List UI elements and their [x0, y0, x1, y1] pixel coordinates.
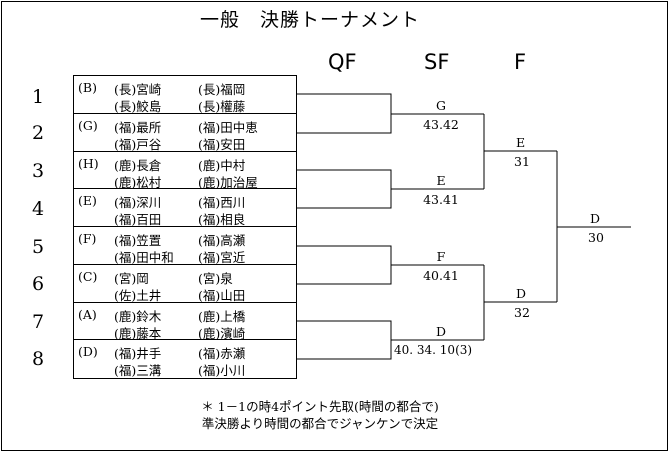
seed-number-5: 5	[31, 236, 45, 258]
player-name: (鹿)中村	[198, 157, 246, 173]
qf4-winner: D	[435, 324, 447, 339]
player-name: (長)鮫島	[114, 99, 162, 114]
player-name: (福)笠置	[114, 233, 162, 248]
bracket-line	[297, 340, 392, 360]
player-name: (福)井手	[114, 346, 162, 362]
page-title: 一般 決勝トーナメント	[199, 9, 420, 31]
player-name: (福)高瀬	[198, 233, 246, 248]
seed-number-1: 1	[31, 86, 45, 108]
player-name: (福)百田	[114, 212, 162, 228]
sf1-score: 31	[514, 154, 530, 169]
qf3-score: 40.41	[423, 268, 459, 283]
seed-number-4: 4	[31, 198, 45, 220]
qf2-score: 43.41	[423, 192, 459, 207]
bracket-line	[297, 265, 392, 285]
player-name: (鹿)松村	[114, 174, 162, 190]
bracket-line	[297, 114, 392, 134]
round-header-qf: QF	[328, 50, 357, 74]
qf2-winner: E	[436, 173, 446, 188]
footnote: ＊ 1－1の時4ポイント先取(時間の都合で) 準決勝より時間の都合でジャンケンで…	[0, 398, 640, 432]
player-name: (福)赤瀬	[198, 346, 246, 362]
entry-row: (D) (福)井手 (福)赤瀬 (福)三溝 (福)小川	[74, 340, 296, 378]
entry-row: (G) (福)最所 (福)田中恵 (福)戸谷 (福)安田	[74, 114, 296, 152]
final-score: 30	[588, 230, 604, 245]
sf2-score: 32	[514, 305, 530, 320]
player-name: (福)田中和	[114, 250, 174, 265]
entry-row: (C) (宮)岡 (宮)泉 (佐)土井 (福)山田	[74, 265, 296, 303]
player-name: (福)戸谷	[114, 136, 162, 152]
player-name: (鹿)鈴木	[114, 308, 162, 324]
entry-row: (A) (鹿)鈴木 (鹿)上橋 (鹿)藤本 (鹿)濱崎	[74, 303, 296, 341]
footnote-line: 準決勝より時間の都合でジャンケンで決定	[201, 416, 439, 431]
seed-number-3: 3	[31, 160, 45, 182]
round-header-sf: SF	[424, 50, 450, 74]
bracket-line	[297, 189, 392, 209]
player-name: (福)安田	[198, 136, 246, 152]
player-name: (宮)岡	[114, 270, 149, 286]
player-name: (鹿)長倉	[114, 157, 162, 173]
player-name: (宮)泉	[198, 270, 233, 286]
sf1-winner: E	[516, 135, 526, 150]
entry-row: (F) (福)笠置 (福)高瀬 (福)田中和 (福)宮近	[74, 227, 296, 265]
player-name: (鹿)藤本	[114, 325, 162, 341]
player-name: (福)山田	[198, 287, 246, 303]
seed-number-2: 2	[31, 122, 45, 144]
entry-seed: (B)	[78, 80, 97, 95]
seed-number-8: 8	[31, 348, 45, 370]
player-name: (佐)土井	[114, 287, 162, 303]
entry-seed: (A)	[78, 306, 97, 322]
entry-seed: (D)	[78, 344, 98, 360]
entry-table: (B) (長)宮崎 (長)福岡 (長)鮫島 (長)權藤 (G) (福)最所 (福…	[73, 75, 297, 379]
final-winner: D	[590, 211, 601, 226]
player-name: (福)深川	[114, 195, 162, 211]
player-name: (長)福岡	[198, 82, 246, 97]
player-name: (福)三溝	[114, 363, 162, 379]
entry-row: (B) (長)宮崎 (長)福岡 (長)鮫島 (長)權藤	[74, 76, 296, 114]
round-header-f: F	[514, 50, 527, 74]
player-name: (鹿)上橋	[198, 308, 246, 324]
entry-seed: (F)	[78, 231, 97, 246]
entry-row: (H) (鹿)長倉 (鹿)中村 (鹿)松村 (鹿)加治屋	[74, 152, 296, 190]
seed-number-7: 7	[31, 311, 45, 333]
player-name: (鹿)加治屋	[198, 174, 258, 190]
player-name: (福)西川	[198, 195, 246, 211]
entry-seed: (G)	[78, 117, 98, 133]
player-name: (福)最所	[114, 119, 162, 135]
entry-row: (E) (福)深川 (福)西川 (福)百田 (福)相良	[74, 189, 296, 227]
player-name: (福)小川	[198, 363, 246, 379]
player-name: (福)田中恵	[198, 119, 258, 135]
player-name: (福)相良	[198, 212, 246, 228]
player-name: (長)宮崎	[114, 82, 162, 97]
bracket-line	[297, 320, 392, 341]
entry-seed: (H)	[78, 155, 99, 171]
seed-number-6: 6	[31, 273, 45, 295]
entry-seed: (E)	[78, 193, 97, 209]
sf2-winner: D	[516, 286, 527, 301]
qf1-winner: G	[436, 98, 446, 113]
player-name: (福)宮近	[198, 250, 246, 265]
bracket-line	[297, 93, 392, 115]
player-name: (鹿)濱崎	[198, 325, 246, 341]
player-name: (長)權藤	[198, 99, 246, 114]
bracket-line	[297, 169, 392, 190]
qf3-winner: F	[436, 249, 446, 264]
footnote-line: ＊ 1－1の時4ポイント先取(時間の都合で)	[201, 399, 439, 414]
entry-seed: (C)	[78, 268, 98, 284]
qf4-score: 40. 34. 10(3)	[394, 343, 473, 357]
bracket-line	[297, 245, 392, 266]
qf1-score: 43.42	[423, 117, 459, 132]
